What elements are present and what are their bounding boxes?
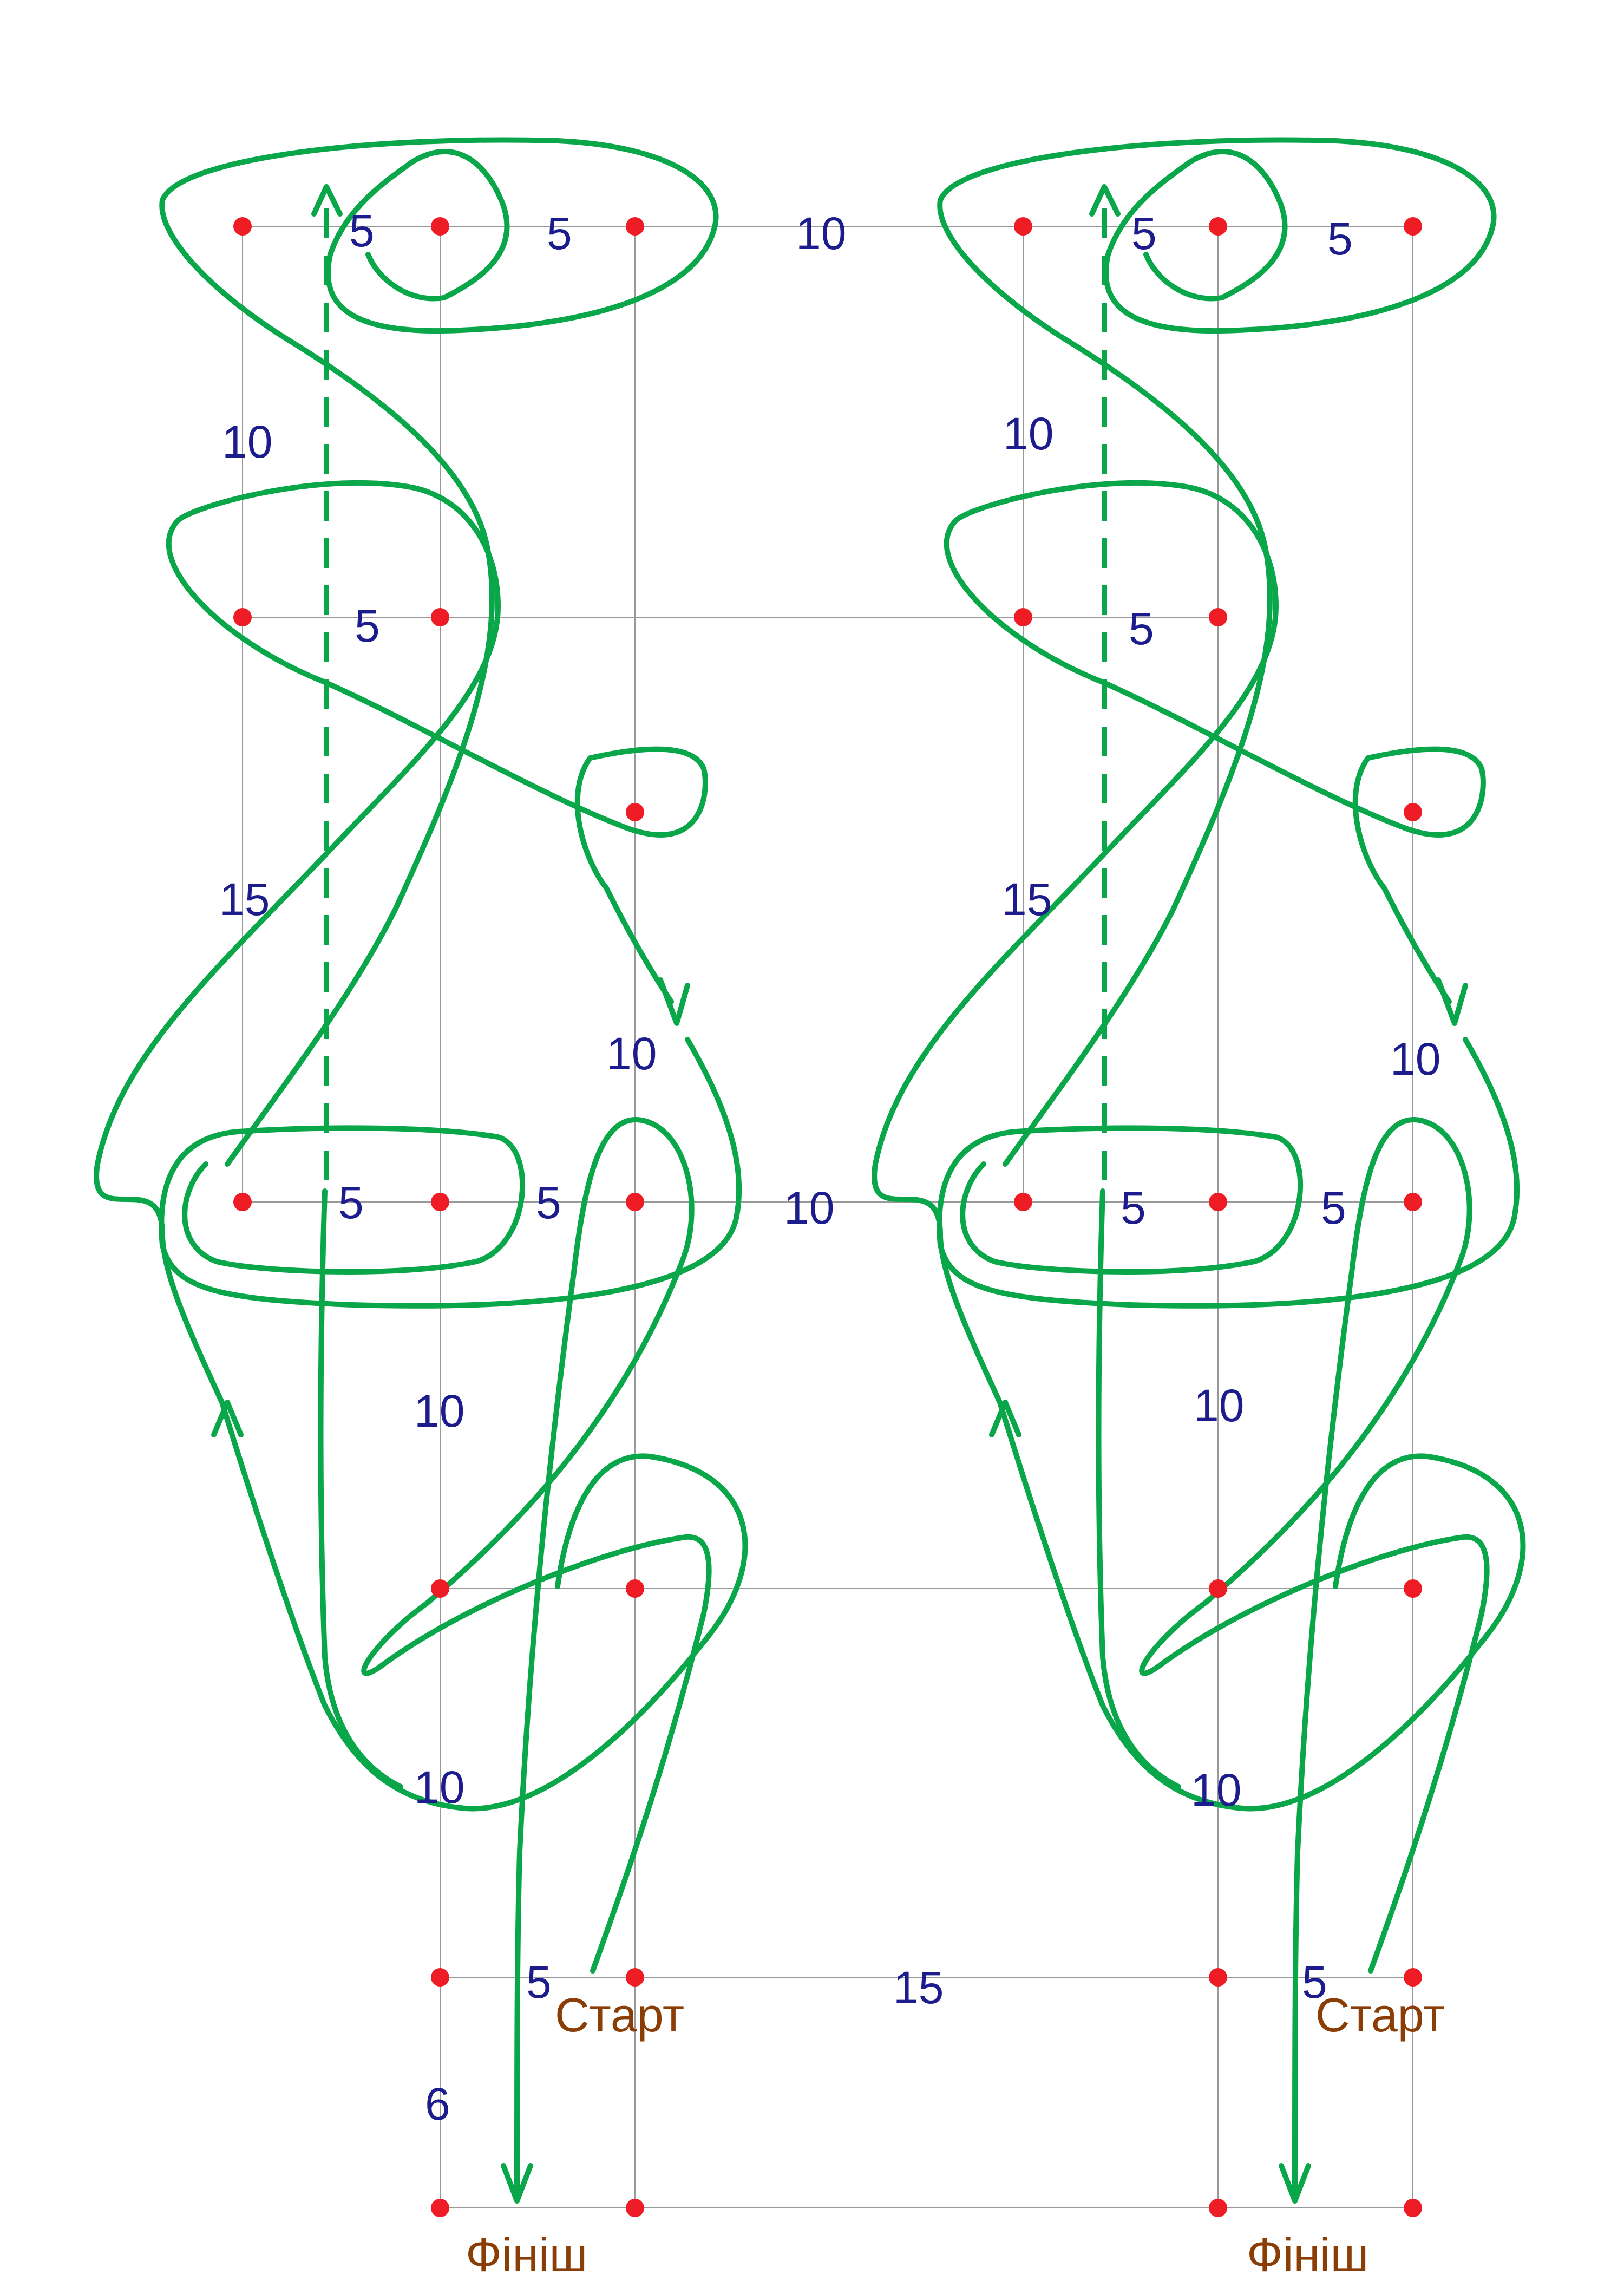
dimension-label: 6	[425, 2079, 450, 2129]
dimension-label: 5	[1129, 603, 1154, 654]
node	[233, 608, 252, 626]
node	[431, 217, 449, 236]
dimension-label: 15	[1001, 874, 1052, 925]
pattern-right	[874, 140, 1523, 2201]
node	[1209, 1193, 1227, 1211]
node	[1404, 1579, 1422, 1598]
pattern-left	[94, 137, 748, 2204]
node	[1404, 1968, 1422, 1987]
node	[626, 217, 644, 236]
node	[431, 1968, 449, 1987]
dimension-label: 5	[1321, 1182, 1346, 1233]
finish-label: Фініш	[466, 2228, 587, 2274]
dimension-label: 5	[1131, 208, 1157, 259]
dimension-label: 10	[784, 1182, 834, 1233]
grid	[242, 226, 1413, 2208]
node	[1404, 1193, 1422, 1211]
dimension-label: 15	[893, 1962, 944, 2013]
start-label: Старт	[1315, 1988, 1445, 2042]
node	[1209, 217, 1227, 236]
knot-curve-loop-lower	[219, 1400, 748, 1812]
dimension-label: 10	[1003, 408, 1053, 459]
dimension-label: 5	[1302, 1957, 1327, 2008]
dimension-label: 10	[1390, 1034, 1440, 1084]
arrow-up-icon	[311, 184, 343, 217]
dimension-labels: 5 5 10 10 5 15 10 5 5 10 10 10 5 15 6 5 …	[219, 205, 1440, 2129]
node	[1209, 608, 1227, 626]
node	[233, 1193, 252, 1211]
dimension-label: 5	[338, 1177, 364, 1228]
node	[1014, 217, 1032, 236]
node	[626, 2199, 644, 2217]
node	[1014, 1193, 1032, 1211]
dimension-label: 10	[414, 1762, 464, 1813]
dimension-label: 5	[526, 1957, 552, 2008]
node	[1404, 2199, 1422, 2217]
knot-curve-top	[159, 137, 719, 1167]
dimension-label: 5	[1327, 213, 1353, 264]
node	[431, 1579, 449, 1598]
dimension-label: 5	[547, 208, 572, 259]
node	[1404, 217, 1422, 236]
nodes	[233, 217, 1422, 2217]
arrow-down-icon	[501, 2163, 533, 2204]
dimension-label: 5	[1121, 1182, 1146, 1233]
dimension-label: 10	[796, 208, 846, 259]
dimension-label: 5	[536, 1177, 561, 1228]
start-label: Старт	[555, 1988, 684, 2042]
knot-curve-main	[361, 1117, 712, 2195]
dimension-label: 10	[606, 1028, 657, 1079]
dimension-label: 5	[355, 600, 380, 651]
node	[431, 2199, 449, 2217]
node	[626, 1579, 644, 1598]
node	[626, 803, 644, 821]
arrow-up-icon	[211, 1400, 244, 1437]
arrow-down-icon	[658, 977, 690, 1026]
node	[233, 217, 252, 236]
node	[626, 1193, 644, 1211]
node	[431, 1193, 449, 1211]
node	[1014, 608, 1032, 626]
finish-label: Фініш	[1247, 2228, 1368, 2274]
dimension-label: 10	[414, 1386, 464, 1436]
node	[1209, 1968, 1227, 1987]
dimension-label: 10	[1191, 1765, 1241, 1815]
dimension-label: 5	[349, 205, 375, 256]
node	[1209, 1579, 1227, 1598]
node	[626, 1968, 644, 1987]
knot-curve-big	[159, 1037, 742, 1309]
node	[1209, 2199, 1227, 2217]
node	[431, 608, 449, 626]
dimension-label: 10	[222, 416, 272, 467]
captions: Старт Старт Фініш Фініш	[466, 1988, 1445, 2274]
dimension-label: 10	[1194, 1380, 1244, 1431]
dimension-label: 15	[219, 874, 270, 925]
node	[1404, 803, 1422, 821]
knot-curve-s	[94, 480, 708, 1405]
knot-curve-upper	[318, 1188, 403, 1789]
